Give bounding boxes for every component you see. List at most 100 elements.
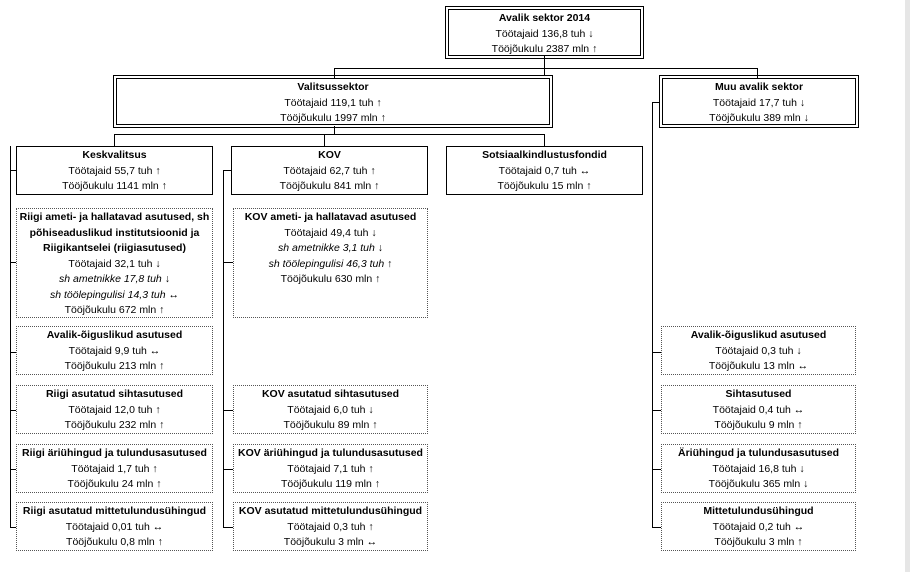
node-labour-cost: Tööjõukulu 672 mln ↑ bbox=[64, 304, 165, 316]
node-employees: Töötajaid 1,7 tuh ↑ bbox=[71, 462, 158, 475]
node-labour-cost: Tööjõukulu 3 mln ↑ bbox=[714, 536, 803, 548]
node-employees: Töötajaid 32,1 tuh ↓ bbox=[68, 257, 161, 270]
connector-line bbox=[10, 170, 16, 171]
connector-line bbox=[652, 102, 660, 103]
node-muu-avalik-oiguslikud: Avalik-õiguslikud asutused Töötajaid 0,3… bbox=[661, 326, 856, 375]
node-kov-sihtasutused: KOV asutatud sihtasutused Töötajaid 6,0 … bbox=[233, 385, 428, 434]
node-avalik-oiguslikud-asutused: Avalik-õiguslikud asutused Töötajaid 9,9… bbox=[16, 326, 213, 375]
node-labour-cost: Tööjõukulu 9 mln ↑ bbox=[714, 419, 803, 431]
connector-line bbox=[223, 170, 224, 528]
node-employees: Töötajaid 0,2 tuh ↔ bbox=[712, 520, 805, 533]
node-title: KOV asutatud mittetulundusühingud bbox=[238, 505, 423, 517]
node-title: Äriühingud ja tulundusasutused bbox=[678, 447, 839, 459]
scrollbar-edge bbox=[905, 0, 910, 572]
node-kov: KOV Töötajaid 62,7 tuh ↑ Tööjõukulu 841 … bbox=[231, 146, 428, 195]
node-labour-cost: Tööjõukulu 2387 mln ↑ bbox=[491, 43, 598, 55]
node-officials: sh ametnikke 3,1 tuh ↓ bbox=[277, 242, 384, 254]
node-employees: Töötajaid 7,1 tuh ↑ bbox=[287, 462, 374, 475]
node-title: KOV asutatud sihtasutused bbox=[261, 388, 400, 400]
node-title: Avalik sektor 2014 bbox=[498, 12, 591, 24]
node-title: Sotsiaalkindlustusfondid bbox=[482, 149, 607, 161]
node-muu-ariuhingud: Äriühingud ja tulundusasutused Töötajaid… bbox=[661, 444, 856, 493]
node-keskvalitsus: Keskvalitsus Töötajaid 55,7 tuh ↑ Tööjõu… bbox=[16, 146, 213, 195]
node-labour-cost: Tööjõukulu 119 mln ↑ bbox=[280, 478, 381, 490]
connector-line bbox=[334, 126, 335, 134]
node-employees: Töötajaid 17,7 tuh ↓ bbox=[712, 96, 806, 109]
connector-line bbox=[10, 410, 16, 411]
node-employees: Töötajaid 62,7 tuh ↑ bbox=[283, 164, 376, 177]
connector-line bbox=[10, 352, 16, 353]
connector-line bbox=[114, 134, 115, 146]
connector-line bbox=[114, 134, 544, 135]
node-employees: Töötajaid 49,4 tuh ↓ bbox=[284, 226, 377, 239]
node-riigiasutused: Riigi ameti- ja hallatavad asutused, sh … bbox=[16, 208, 213, 318]
connector-line bbox=[652, 469, 661, 470]
node-labour-cost: Tööjõukulu 0,8 mln ↑ bbox=[66, 536, 163, 548]
node-labour-cost: Tööjõukulu 15 mln ↑ bbox=[497, 180, 592, 192]
connector-line bbox=[10, 469, 16, 470]
node-employees: Töötajaid 136,8 tuh ↓ bbox=[495, 27, 594, 40]
node-title: KOV ameti- ja hallatavad asutused bbox=[244, 211, 417, 223]
connector-line bbox=[652, 102, 653, 528]
node-employees: Töötajaid 0,4 tuh ↔ bbox=[712, 403, 805, 416]
node-title: Muu avalik sektor bbox=[714, 81, 804, 93]
node-riigi-sihtasutused: Riigi asutatud sihtasutused Töötajaid 12… bbox=[16, 385, 213, 434]
connector-line bbox=[223, 469, 233, 470]
node-labour-cost: Tööjõukulu 1997 mln ↑ bbox=[280, 112, 386, 124]
connector-line bbox=[757, 68, 758, 78]
node-employees: Töötajaid 9,9 tuh ↔ bbox=[68, 344, 161, 357]
node-title: Riigi asutatud mittetulundusühingud bbox=[22, 505, 207, 517]
node-employees: Töötajaid 0,3 tuh ↑ bbox=[287, 520, 374, 533]
node-labour-cost: Tööjõukulu 389 mln ↓ bbox=[709, 112, 809, 124]
node-valitsussektor: Valitsussektor Töötajaid 119,1 tuh ↑ Töö… bbox=[113, 75, 553, 128]
node-muu-mittetulundusuhingud: Mittetulundusühingud Töötajaid 0,2 tuh ↔… bbox=[661, 502, 856, 551]
node-title-line: põhiseaduslikud institutsioonid ja bbox=[29, 226, 200, 239]
node-title: Valitsussektor bbox=[297, 81, 369, 93]
node-employees: Töötajaid 16,8 tuh ↓ bbox=[712, 462, 805, 475]
node-labour-cost: Tööjõukulu 365 mln ↓ bbox=[708, 478, 809, 490]
node-employees: Töötajaid 0,3 tuh ↓ bbox=[715, 344, 802, 357]
connector-line bbox=[652, 410, 661, 411]
connector-line bbox=[544, 134, 545, 146]
connector-line bbox=[10, 527, 16, 528]
node-kov-ameti-asutused: KOV ameti- ja hallatavad asutused Töötaj… bbox=[233, 208, 428, 318]
connector-line bbox=[10, 262, 16, 263]
node-kov-mittetulundusuhingud: KOV asutatud mittetulundusühingud Töötaj… bbox=[233, 502, 428, 551]
node-labour-cost: Tööjõukulu 13 mln ↔ bbox=[708, 360, 809, 372]
node-title: Riigi äriühingud ja tulundusasutused bbox=[22, 447, 207, 459]
connector-line bbox=[223, 262, 233, 263]
node-title-line: Riigi ameti- ja hallatavad asutused, sh bbox=[19, 211, 210, 223]
node-kov-ariuhingud: KOV äriühingud ja tulundusasutused Tööta… bbox=[233, 444, 428, 493]
node-employees: Töötajaid 0,7 tuh ↔ bbox=[498, 164, 591, 177]
node-sotsiaalkindlustusfondid: Sotsiaalkindlustusfondid Töötajaid 0,7 t… bbox=[446, 146, 643, 195]
connector-line bbox=[324, 134, 325, 146]
node-labour-cost: Tööjõukulu 232 mln ↑ bbox=[64, 419, 165, 431]
node-title: Sihtasutused bbox=[725, 388, 792, 400]
node-title: Mittetulundusühingud bbox=[703, 505, 814, 517]
node-riigi-ariuhingud: Riigi äriühingud ja tulundusasutused Töö… bbox=[16, 444, 213, 493]
node-contract-workers: sh töölepingulisi 46,3 tuh ↑ bbox=[268, 257, 393, 270]
node-title: Riigi asutatud sihtasutused bbox=[45, 388, 184, 400]
connector-line bbox=[652, 352, 661, 353]
node-title: KOV bbox=[318, 149, 341, 161]
node-employees: Töötajaid 6,0 tuh ↓ bbox=[287, 403, 374, 416]
node-title: Avalik-õiguslikud asutused bbox=[46, 329, 183, 341]
node-employees: Töötajaid 0,01 tuh ↔ bbox=[65, 520, 164, 533]
node-employees: Töötajaid 12,0 tuh ↑ bbox=[68, 403, 161, 416]
node-riigi-mittetulundusuhingud: Riigi asutatud mittetulundusühingud Tööt… bbox=[16, 502, 213, 551]
connector-line bbox=[544, 56, 545, 76]
connector-line bbox=[334, 68, 335, 78]
node-avalik-sektor: Avalik sektor 2014 Töötajaid 136,8 tuh ↓… bbox=[445, 6, 644, 59]
node-labour-cost: Tööjõukulu 24 mln ↑ bbox=[67, 478, 162, 490]
connector-line bbox=[223, 170, 231, 171]
node-contract-workers: sh töölepingulisi 14,3 tuh ↔ bbox=[50, 288, 179, 301]
connector-line bbox=[223, 410, 233, 411]
node-employees: Töötajaid 119,1 tuh ↑ bbox=[284, 96, 382, 109]
connector-line bbox=[223, 527, 233, 528]
node-labour-cost: Tööjõukulu 1141 mln ↑ bbox=[62, 180, 167, 192]
node-labour-cost: Tööjõukulu 841 mln ↑ bbox=[279, 180, 380, 192]
connector-line bbox=[652, 527, 661, 528]
node-labour-cost: Tööjõukulu 630 mln ↑ bbox=[280, 273, 381, 285]
node-muu-sihtasutused: Sihtasutused Töötajaid 0,4 tuh ↔ Tööjõuk… bbox=[661, 385, 856, 434]
node-title: Keskvalitsus bbox=[82, 149, 147, 161]
